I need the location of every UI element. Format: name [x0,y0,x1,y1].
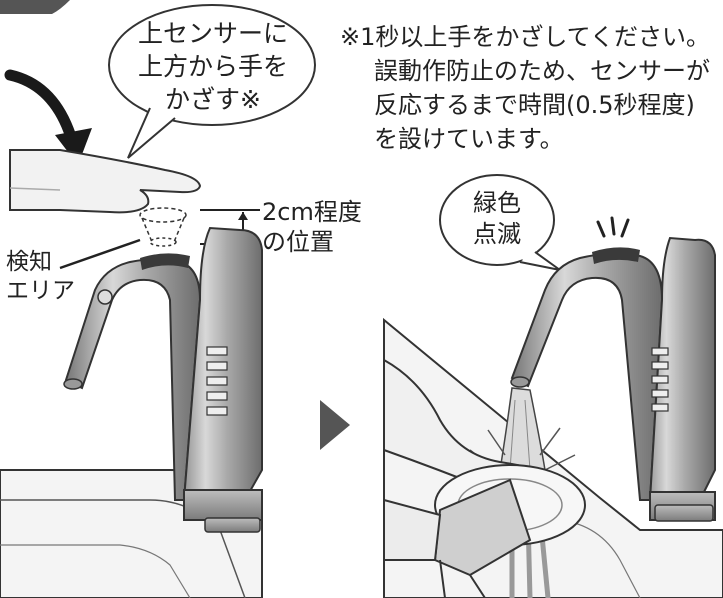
speech-bubble-left-line: かざす※ [165,85,261,114]
speech-bubble-left-text: 上センサーに 上方から手を かざす※ [118,17,308,116]
speech-bubble-right-text: 緑色 点滅 [455,188,539,250]
distance-label-line: 2cm程度 [262,198,362,226]
corner-tab [0,0,70,14]
speech-bubble-right-line: 点滅 [473,220,521,248]
play-arrow-icon [320,400,350,450]
speech-bubble-right-line: 緑色 [473,189,521,217]
note-line: ※1秒以上手をかざしてください。 [340,23,710,51]
speech-bubble-right [439,174,561,271]
hands-with-dish [383,358,586,598]
detection-label: 検知 エリア [6,248,75,306]
right-faucet [510,236,716,522]
detection-area [139,207,187,247]
left-faucet [63,226,263,533]
speech-bubble-left [108,4,316,159]
distance-label: 2cm程度 の位置 [262,197,362,257]
detection-leader-line [59,238,141,270]
sparkle-icon [596,216,630,238]
hand [9,149,202,214]
detection-label-line: 検知 [6,249,52,275]
curved-arrow-icon [4,69,92,165]
note-line: を設けています。 [374,125,564,153]
note-text: ※1秒以上手をかざしてください。 誤動作防止のため、センサーが 反応するまで時間… [340,20,710,156]
note-line: 反応するまで時間(0.5秒程度) [374,91,695,119]
speech-bubble-left-line: 上センサーに [137,19,288,48]
note-line: 誤動作防止のため、センサーが [374,57,710,85]
speech-bubble-left-line: 上方から手を [137,52,288,81]
detection-label-line: エリア [6,278,75,304]
distance-label-line: の位置 [262,228,334,256]
